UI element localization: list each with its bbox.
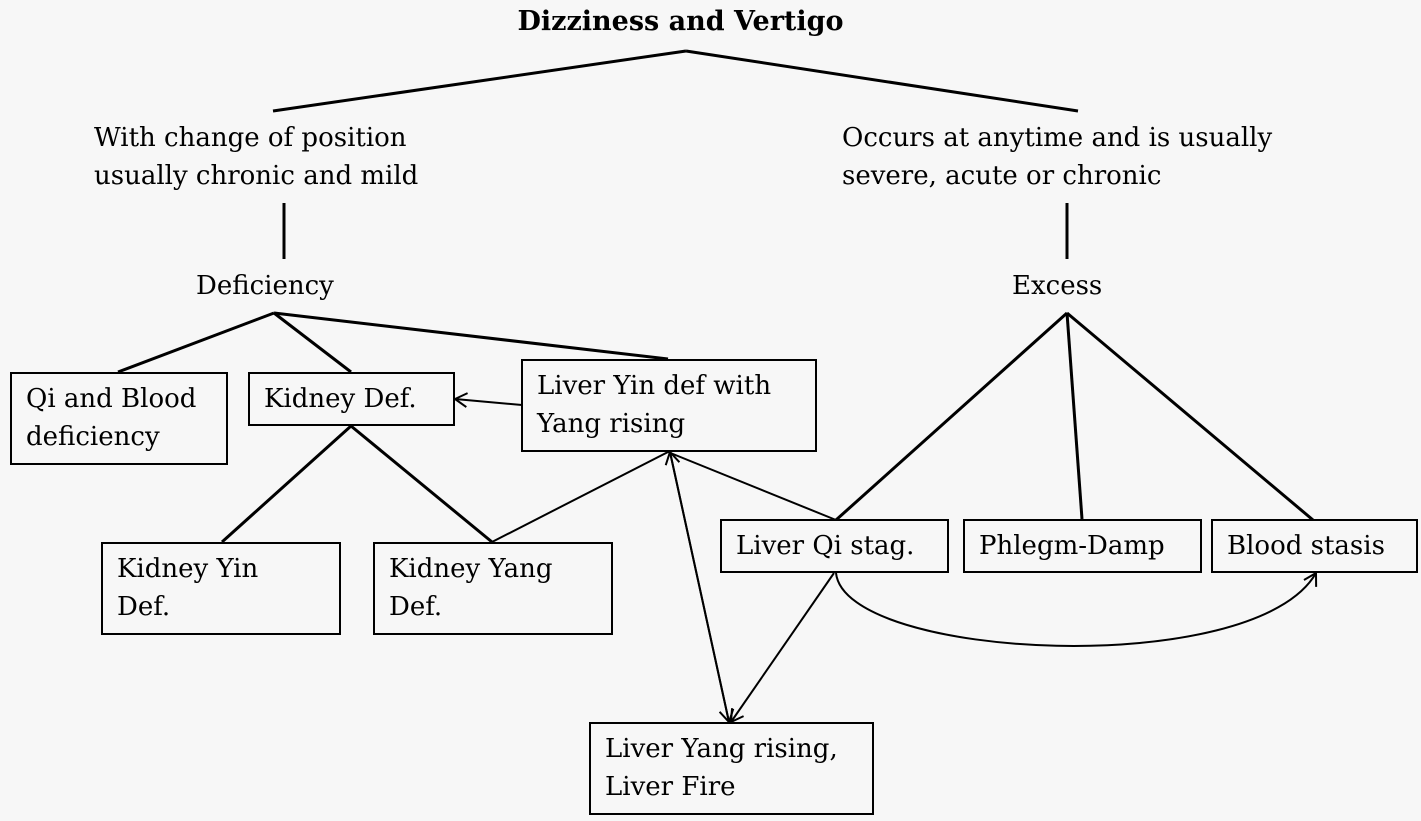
node-label-line: deficiency — [26, 422, 160, 452]
node-label-line: Yang rising — [537, 409, 686, 439]
deficiency-label: Deficiency — [196, 271, 334, 301]
deficiency-to-kidney-line — [273, 311, 352, 374]
liver-qi-to-liver-yin-line — [667, 451, 837, 521]
kidney-deficiency-node: Kidney Def. — [248, 372, 455, 426]
node-label-line: Blood stasis — [1227, 531, 1385, 561]
liver-yin-to-liver-fire-arrow — [669, 451, 735, 724]
kidney-yang-to-liver-yin-line — [491, 451, 669, 543]
node-label-line: Liver Yang rising, — [605, 734, 838, 764]
deficiency-to-liver-yin-line — [273, 311, 669, 361]
kidney-to-yin-line — [220, 424, 353, 544]
left-branch-description-line: usually chronic and mild — [94, 161, 419, 191]
deficiency-to-qi-blood-line — [117, 311, 275, 374]
title-to-left-line — [272, 49, 687, 113]
phlegm-damp-node: Phlegm-Damp — [963, 519, 1202, 573]
kidney-yin-deficiency-node: Kidney Yin Def. — [101, 542, 341, 635]
right-branch-description-line: severe, acute or chronic — [842, 161, 1162, 191]
node-label-line: Kidney Def. — [264, 384, 417, 414]
right-branch-description-line: Occurs at anytime and is usually — [842, 123, 1273, 153]
kidney-yang-deficiency-node: Kidney Yang Def. — [373, 542, 613, 635]
liver-qi-to-blood-stasis-arrow — [835, 571, 1318, 647]
node-label-line: Def. — [389, 592, 443, 622]
node-label-line: Kidney Yin — [117, 554, 259, 584]
title-to-right-line — [685, 49, 1079, 113]
left-branch-description: With change of position usually chronic … — [94, 119, 418, 195]
diagram-title: Dizziness and Vertigo — [517, 6, 844, 37]
liver-yang-rising-node: Liver Yang rising, Liver Fire — [589, 722, 874, 815]
node-label-line: Phlegm-Damp — [979, 531, 1165, 561]
excess-to-phlegm-line — [1065, 312, 1084, 520]
left-branch-description-line: With change of position — [94, 123, 407, 153]
kidney-to-yang-line — [350, 424, 493, 544]
excess-label: Excess — [1012, 271, 1103, 301]
node-label-line: Qi and Blood — [26, 384, 197, 414]
liver-yin-to-kidney-arrow — [453, 392, 523, 408]
node-label-line: Liver Qi stag. — [736, 531, 915, 561]
right-branch-description: Occurs at anytime and is usually severe,… — [842, 119, 1272, 195]
liver-qi-stagnation-node: Liver Qi stag. — [720, 519, 949, 573]
excess-to-liver-qi-line — [834, 311, 1069, 522]
node-label-line: Liver Yin def with — [537, 371, 772, 401]
blood-stasis-node: Blood stasis — [1211, 519, 1418, 573]
node-label-line: Kidney Yang — [389, 554, 553, 584]
node-label-line: Def. — [117, 592, 171, 622]
excess-to-blood-stasis-line — [1066, 311, 1314, 522]
node-label-line: Liver Fire — [605, 772, 736, 802]
liver-qi-to-liver-fire-arrow — [729, 572, 835, 724]
qi-blood-deficiency-node: Qi and Blood deficiency — [10, 372, 228, 465]
liver-yin-deficiency-node: Liver Yin def with Yang rising — [521, 359, 817, 452]
